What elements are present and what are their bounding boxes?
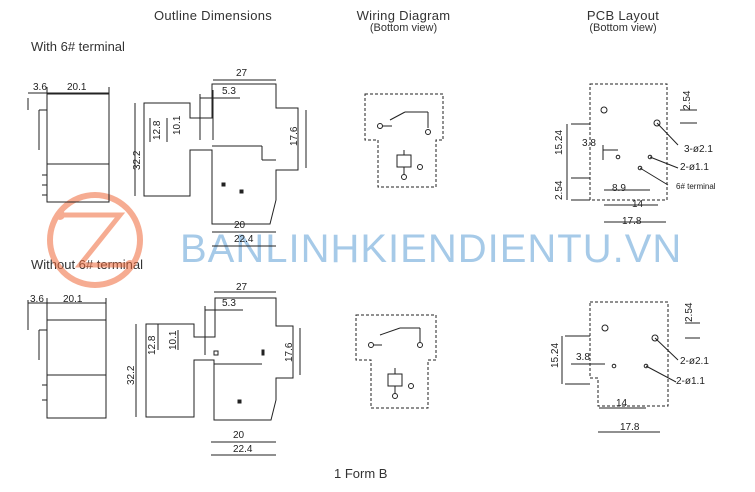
header-wiring-sub: (Bottom view) <box>369 22 438 34</box>
dim-top-128: 12.8 <box>152 120 163 140</box>
pcb-bottom <box>561 301 700 433</box>
dim-pcb-178-bottom: 17.8 <box>620 422 640 433</box>
header-pcb-sub: (Bottom view) <box>589 22 657 34</box>
dim-pcb-14-bottom: 14 <box>616 398 628 409</box>
dim-pcb-178-top: 17.8 <box>622 216 642 227</box>
dim-bottom-101: 10.1 <box>168 330 179 350</box>
dim-pcb-1524-bottom: 15.24 <box>550 343 561 368</box>
dim-bottom-224: 22.4 <box>233 444 253 455</box>
header-pcb-text: PCB Layout <box>586 8 660 23</box>
wiring-bottom-contacts <box>368 327 423 399</box>
dim-top-322: 32.2 <box>132 150 143 170</box>
watermark-logo-icon <box>47 192 143 288</box>
header-outline-text: Outline Dimensions <box>153 8 273 23</box>
dim-pcb-254-top: 2.54 <box>682 90 693 110</box>
footer-label: 1 Form B <box>334 466 388 481</box>
dim-pcb-6term: 6# terminal <box>676 182 716 191</box>
dim-bottom-27: 27 <box>236 282 248 293</box>
dim-pcb-2d21: 2-ø2.1 <box>680 356 709 367</box>
dim-pcb-89: 8.9 <box>612 183 626 194</box>
dim-pcb-38-bottom: 3.8 <box>576 352 590 363</box>
dim-top-101: 10.1 <box>172 115 183 135</box>
dim-pcb-38-top: 3.8 <box>582 138 596 149</box>
dim-side-201: 20.1 <box>67 82 87 93</box>
dim-top-20: 20 <box>234 220 246 231</box>
pcb-top <box>566 83 697 223</box>
side-view-top <box>27 87 110 203</box>
dim-pcb-1524-top: 15.24 <box>554 130 565 155</box>
dim-bottom-20: 20 <box>233 430 245 441</box>
header-outline: Outline Dimensions <box>138 8 288 23</box>
dim-top-176: 17.6 <box>289 126 300 146</box>
dim-top-27: 27 <box>236 68 248 79</box>
dim-bottom-53: 5.3 <box>222 298 236 309</box>
header-wiring: Wiring Diagram (Bottom view) <box>336 8 471 34</box>
dim-side-36: 3.6 <box>33 82 47 93</box>
section-with6: With 6# terminal <box>31 39 125 54</box>
dim-pcb-14-top: 14 <box>632 199 644 210</box>
dim-pcb-2d11-top: 2-ø1.1 <box>680 162 709 173</box>
dim-bottom-128: 12.8 <box>147 335 158 355</box>
outline-bottom <box>135 291 301 456</box>
dim-bottom-176: 17.6 <box>284 342 295 362</box>
wiring-top <box>364 93 444 188</box>
dim-pcb-254-side: 2.54 <box>554 180 565 200</box>
outline-top <box>134 79 307 247</box>
dim-pcb-254-bottom: 2.54 <box>684 302 695 322</box>
dim-top-53: 5.3 <box>222 86 236 97</box>
watermark-text: BANLINHKIENDIENTU.VN <box>180 227 682 271</box>
dim-bottom-322: 32.2 <box>126 365 137 385</box>
header-wiring-text: Wiring Diagram <box>356 8 451 23</box>
wiring-top-contacts <box>377 111 431 180</box>
side-view-bottom <box>27 298 107 419</box>
dim-top-224: 22.4 <box>234 234 254 245</box>
dim-pcb-3d21: 3-ø2.1 <box>684 144 713 155</box>
dim-pcb-2d11-bottom: 2-ø1.1 <box>676 376 705 387</box>
wiring-bottom <box>355 314 437 409</box>
header-pcb: PCB Layout (Bottom view) <box>568 8 678 34</box>
dim-side-36-bottom: 3.6 <box>30 294 44 305</box>
dim-side-201-bottom: 20.1 <box>63 294 83 305</box>
